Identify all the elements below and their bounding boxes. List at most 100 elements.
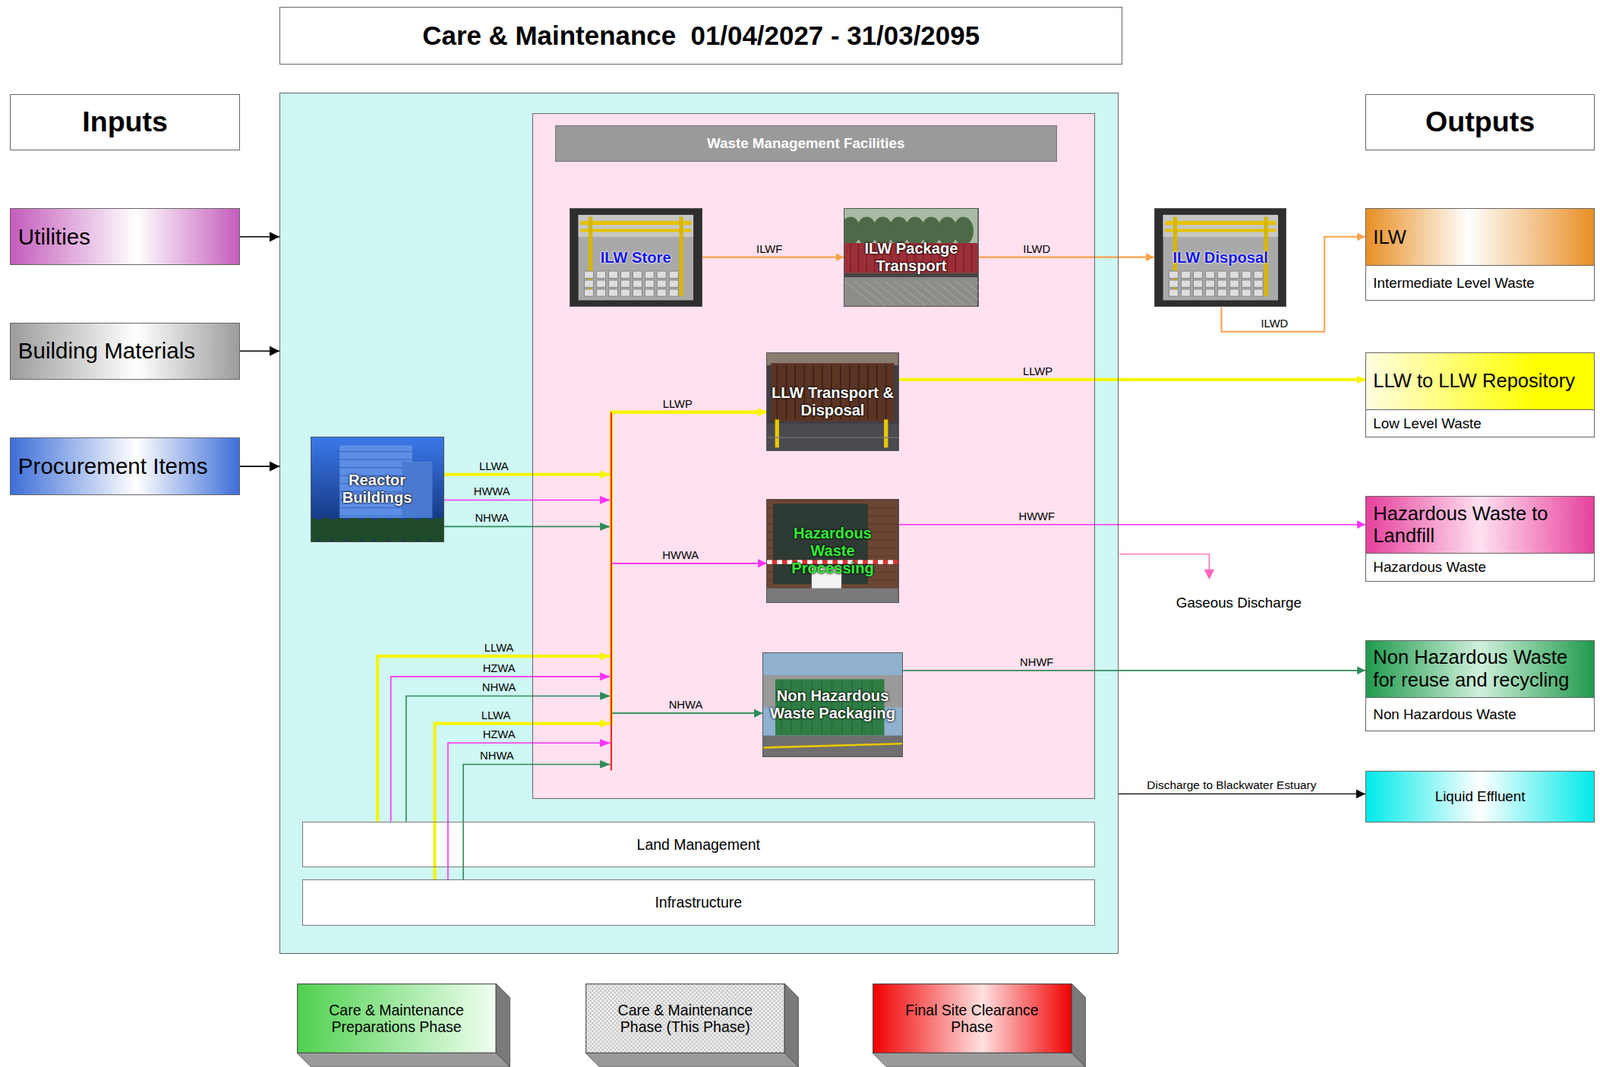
photo-part [766, 422, 899, 451]
box-side [784, 983, 799, 1067]
box-face [873, 984, 1072, 1054]
photo-part [426, 517, 444, 541]
photo-part [596, 289, 606, 297]
photo-part [763, 743, 903, 748]
photo-part [608, 271, 618, 278]
flow-arrow [702, 256, 845, 259]
photo-part [850, 243, 852, 272]
flow-label: LLWA [481, 708, 512, 721]
photo-part [1168, 289, 1178, 297]
photo-box: LLW Transport & Disposal [766, 352, 900, 452]
photo-part [339, 515, 413, 517]
photo-part [763, 735, 903, 757]
flow-arrow [391, 563, 767, 822]
discharge-arrow [1119, 554, 1209, 572]
photo-part [1253, 280, 1263, 288]
box-side [495, 983, 511, 1067]
photo-part [339, 467, 413, 468]
flow-label: LLWP [662, 397, 693, 411]
flow-label: NHWA [482, 681, 517, 694]
photo-part [766, 499, 899, 603]
region-fill [279, 92, 1119, 954]
region-fill [302, 821, 1096, 868]
bus-arrowhead [599, 522, 610, 531]
bus-arrowhead [599, 738, 610, 748]
discharge-arrowhead [1204, 569, 1215, 580]
photo-part [1192, 271, 1203, 278]
bus-arrowhead [599, 470, 610, 479]
flow-arrow [899, 523, 1366, 526]
photo-part [608, 280, 618, 288]
photo-part [608, 289, 618, 297]
photo-part [965, 280, 979, 306]
node-subtitle: Hazardous Waste [1366, 553, 1594, 581]
bus-arrowhead [599, 691, 610, 701]
bus-arrowhead [599, 652, 610, 661]
node-label: Final Site Clearance Phase [872, 983, 1072, 1053]
flow-label: HWWF [1018, 509, 1055, 522]
photo-box: ILW Store [569, 208, 703, 307]
diagram-title: Care & Maintenance 01/04/2027 - 31/03/20… [422, 20, 980, 51]
flow-arrow [1118, 793, 1366, 795]
photo-part [678, 217, 683, 297]
flow-label: HZWA [482, 728, 516, 741]
photo-part [596, 280, 606, 288]
photo-part [1229, 280, 1239, 288]
photo-part [339, 451, 413, 452]
flow-arrow [444, 499, 767, 563]
photo-part [1168, 271, 1178, 278]
flow-arrow [406, 695, 763, 821]
photo-part [844, 208, 978, 307]
photo-part [975, 280, 979, 306]
facility-group: Waste Management FacilitiesILW StoreILW … [532, 113, 1095, 799]
flow-label: LLWA [484, 641, 515, 654]
photo-box: ILW Package Transport [843, 208, 979, 307]
box-side [872, 1053, 1086, 1067]
photo-part [583, 280, 594, 288]
output-box: Liquid Effluent [1365, 770, 1595, 824]
input-box: Building Materials [9, 322, 240, 380]
flow-label: NHWA [669, 698, 704, 711]
photo-part [1229, 271, 1239, 278]
node-label: Land Management [637, 836, 761, 853]
photo-part [656, 289, 666, 297]
flow-arrow [899, 378, 1366, 382]
photo-part [955, 280, 978, 306]
photo-part [1253, 271, 1263, 278]
box-face [297, 984, 496, 1054]
input-box: Procurement Items [9, 437, 240, 495]
flow-label: LLWA [479, 460, 509, 473]
node-label: Procurement Items [18, 453, 209, 480]
flow-arrow [239, 465, 280, 468]
photo-part [583, 271, 594, 278]
box-side [1071, 983, 1086, 1067]
phase-box: Final Site Clearance Phase [872, 983, 1086, 1067]
bus-arrowhead [599, 760, 610, 769]
photo-part [971, 243, 972, 272]
photo-part [644, 271, 654, 278]
photo-part [632, 271, 642, 278]
photo-part [1192, 280, 1203, 288]
photo-part [962, 243, 964, 272]
photo-part [766, 560, 773, 565]
header-box: Inputs [9, 94, 240, 151]
photo-part [632, 289, 642, 297]
node-label: Utilities [18, 224, 91, 250]
node-label: ILW [1366, 208, 1594, 266]
photo-box: Hazardous Waste Processing [766, 498, 900, 603]
flow-label: ILWD [1260, 316, 1288, 329]
flow-arrow [239, 236, 280, 238]
node-label: Non Hazardous Waste Packaging [766, 687, 899, 723]
node-label: Care & Maintenance Preparations Phase [296, 983, 496, 1053]
node-label: Reactor Buildings [315, 471, 439, 507]
photo-part [620, 280, 630, 288]
flow-label: ILWD [1022, 242, 1051, 255]
flow-label: NHWA [479, 749, 515, 762]
photo-part [1205, 271, 1215, 278]
flow-label: HWWA [662, 549, 699, 562]
photo-part [620, 271, 630, 278]
photo-part [1229, 289, 1239, 297]
photo-part [669, 280, 679, 288]
